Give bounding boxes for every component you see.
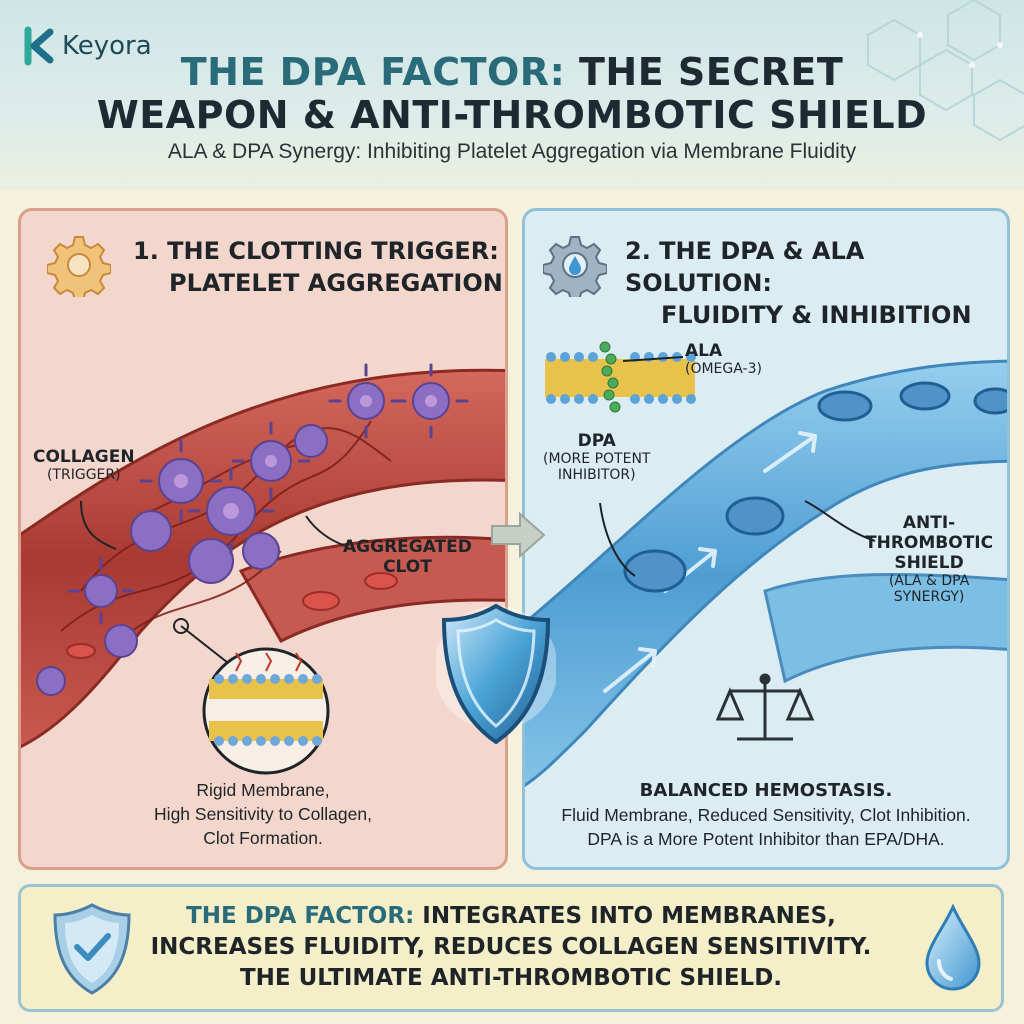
left-panel-title-line-2: PLATELET AGGREGATION [169,269,503,297]
page-title-line-2: WEAPON & ANTI-THROMBOTIC SHIELD [96,93,928,137]
brand-logo: Keyora [22,26,152,66]
page-title-line-1: THE DPA FACTOR: THE SECRET [0,50,1024,94]
keyora-logo-icon [24,26,54,66]
ala-membrane-bilayer [545,341,696,413]
anti-thrombotic-shield-label: ANTI- THROMBOTIC SHIELD (ALA & DPA SYNER… [865,513,993,605]
gear-icon [47,236,111,297]
footer-line-3: THE ULTIMATE ANTI-THROMBOTIC SHIELD. [239,965,783,991]
right-panel-title-line-2: FLUIDITY & INHIBITION [661,301,972,329]
clot-line-2: CLOT [383,557,432,577]
brand-name: Keyora [62,31,152,61]
blood-vessel-clot-illustration [21,363,505,775]
left-caption-line-2: High Sensitivity to Collagen, [154,804,372,824]
left-caption-line-3: Clot Formation. [203,828,323,848]
blood-vessel-flow-illustration [525,341,1007,787]
clot-line-1: AGGREGATED [343,537,472,557]
collagen-subtitle: (TRIGGER) [46,467,121,483]
droplet-icon [925,903,981,991]
shield-label-2: THROMBOTIC [865,533,994,553]
left-panel-caption: Rigid Membrane, High Sensitivity to Coll… [113,778,413,850]
collagen-label: COLLAGEN (TRIGGER) [33,447,135,483]
ala-title: ALA [685,341,723,361]
footer-summary-text: THE DPA FACTOR: INTEGRATES INTO MEMBRANE… [141,901,881,994]
footer-line-1: THE DPA FACTOR: INTEGRATES INTO MEMBRANE… [141,901,881,932]
header-banner: Keyora THE DPA FACTOR: THE SECRET WEAPON… [0,0,1024,190]
right-caption-line-1: Fluid Membrane, Reduced Sensitivity, Clo… [561,805,971,825]
balanced-hemostasis-title: BALANCED HEMOSTASIS. [639,780,893,801]
shield-check-icon [53,903,131,995]
right-panel-caption: BALANCED HEMOSTASIS. Fluid Membrane, Red… [525,779,1007,851]
transition-arrow-icon [491,511,546,559]
collagen-title: COLLAGEN [33,447,135,467]
footer-accent: THE DPA FACTOR: [186,903,415,929]
title-accent: THE DPA FACTOR: [180,50,566,94]
molecule-pattern-decoration [867,0,1024,142]
dpa-title: DPA [577,431,616,451]
left-caption-line-1: Rigid Membrane, [196,780,330,800]
shield-label-1: ANTI- [902,513,956,533]
shield-label-3: SHIELD [894,553,964,573]
rigid-membrane-magnifier [202,647,330,775]
shield-subtitle-1: (ALA & DPA [888,573,970,589]
title-rest: THE SECRET [579,50,844,94]
aggregated-clot-label: AGGREGATED CLOT [343,537,472,577]
right-panel-title: 2. THE DPA & ALA SOLUTION: FLUIDITY & IN… [625,235,1007,331]
dpa-subtitle-2: INHIBITOR) [557,467,636,483]
dpa-ala-solution-panel: 2. THE DPA & ALA SOLUTION: FLUIDITY & IN… [522,208,1010,870]
balance-scale-icon [715,673,815,741]
shield-subtitle-2: SYNERGY) [893,589,965,605]
right-caption-line-2: DPA is a More Potent Inhibitor than EPA/… [587,829,945,849]
page-subtitle: ALA & DPA Synergy: Inhibiting Platelet A… [167,140,857,163]
ala-label: ALA (OMEGA-3) [685,341,762,377]
footer-line-2: INCREASES FLUIDITY, REDUCES COLLAGEN SEN… [150,934,872,960]
activated-platelets [36,363,469,696]
clotting-trigger-panel: 1. THE CLOTTING TRIGGER: PLATELET AGGREG… [18,208,508,870]
gear-droplet-icon [543,236,607,297]
footer-line-1-rest: INTEGRATES INTO MEMBRANES, [422,903,836,929]
dpa-subtitle-1: (MORE POTENT [543,451,651,467]
ala-subtitle: (OMEGA-3) [685,361,762,377]
left-panel-title: 1. THE CLOTTING TRIGGER: PLATELET AGGREG… [133,235,503,299]
shield-icon [436,603,556,745]
left-panel-title-line-1: 1. THE CLOTTING TRIGGER: [133,237,499,265]
summary-footer: THE DPA FACTOR: INTEGRATES INTO MEMBRANE… [18,884,1004,1012]
dpa-label: DPA (MORE POTENT INHIBITOR) [543,431,650,483]
right-panel-title-line-1: 2. THE DPA & ALA SOLUTION: [625,237,865,297]
